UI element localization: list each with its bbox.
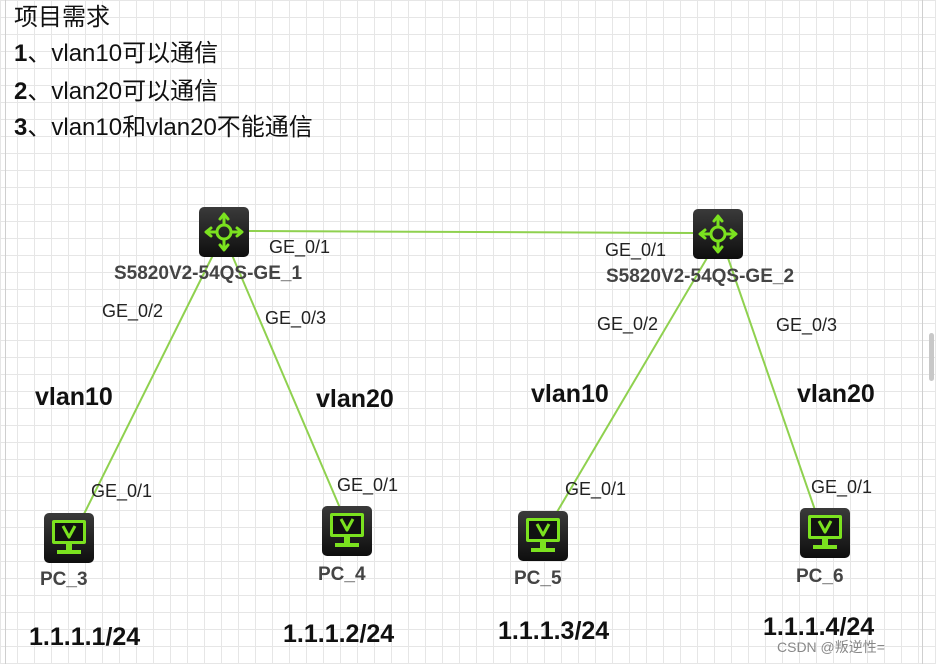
switch-2-icon[interactable] xyxy=(692,208,744,260)
link-sw2-pc6[interactable] xyxy=(727,257,816,511)
pc-3-name: PC_3 xyxy=(40,569,88,590)
sw2-port-uplink: GE_0/1 xyxy=(605,240,667,260)
switch-2-name: S5820V2-54QS-GE_2 xyxy=(606,266,795,287)
scrollbar-thumb[interactable] xyxy=(929,333,934,381)
vlan-label-pc3: vlan10 xyxy=(35,383,113,411)
vlan-label-pc6: vlan20 xyxy=(797,380,875,408)
requirement-1-text: 、vlan10可以通信 xyxy=(27,40,219,67)
pc6-port: GE_0/1 xyxy=(811,477,873,497)
sw1-port-ge02: GE_0/2 xyxy=(102,301,164,321)
pc-4-icon[interactable] xyxy=(321,505,373,557)
requirement-2-number: 2 xyxy=(14,78,28,105)
watermark: CSDN @叛逆性= xyxy=(777,639,885,655)
requirement-2: 2、vlan20可以通信 xyxy=(14,80,218,104)
link-sw1-pc3[interactable] xyxy=(83,254,214,515)
pc-6-icon[interactable] xyxy=(799,507,851,559)
sw1-port-ge03: GE_0/3 xyxy=(265,308,327,328)
requirements-title: 项目需求 xyxy=(14,4,110,31)
requirement-1: 1、vlan10可以通信 xyxy=(14,42,218,66)
pc-5-name: PC_5 xyxy=(514,568,562,589)
requirement-1-number: 1 xyxy=(14,40,28,67)
vlan-label-pc5: vlan10 xyxy=(531,380,609,408)
link-sw1-sw2[interactable] xyxy=(245,230,695,234)
requirement-3-text: 、vlan10和vlan20不能通信 xyxy=(27,114,313,141)
pc-6-ip: 1.1.1.4/24 xyxy=(763,613,875,641)
pc-4-name: PC_4 xyxy=(318,564,366,585)
page-right-border xyxy=(922,0,923,664)
requirement-3: 3、vlan10和vlan20不能通信 xyxy=(14,116,313,140)
requirement-3-number: 3 xyxy=(14,114,28,141)
pc-5-ip: 1.1.1.3/24 xyxy=(498,617,610,645)
pc-6-name: PC_6 xyxy=(796,566,844,587)
pc-3-icon[interactable] xyxy=(43,512,95,564)
vlan-label-pc4: vlan20 xyxy=(316,385,394,413)
sw2-port-ge03: GE_0/3 xyxy=(776,315,838,335)
pc-4-ip: 1.1.1.2/24 xyxy=(283,620,395,648)
link-sw2-pc5[interactable] xyxy=(556,257,708,513)
switch-1-name: S5820V2-54QS-GE_1 xyxy=(114,263,303,284)
page-left-border xyxy=(5,0,6,664)
link-sw1-pc4[interactable] xyxy=(231,254,341,509)
switch-1-icon[interactable] xyxy=(198,206,250,258)
requirement-2-text: 、vlan20可以通信 xyxy=(27,78,219,105)
pc4-port: GE_0/1 xyxy=(337,475,399,495)
pc3-port: GE_0/1 xyxy=(91,481,153,501)
pc-5-icon[interactable] xyxy=(517,510,569,562)
sw1-port-uplink: GE_0/1 xyxy=(269,237,331,257)
pc-3-ip: 1.1.1.1/24 xyxy=(29,623,141,651)
sw2-port-ge02: GE_0/2 xyxy=(597,314,659,334)
pc5-port: GE_0/1 xyxy=(565,479,627,499)
